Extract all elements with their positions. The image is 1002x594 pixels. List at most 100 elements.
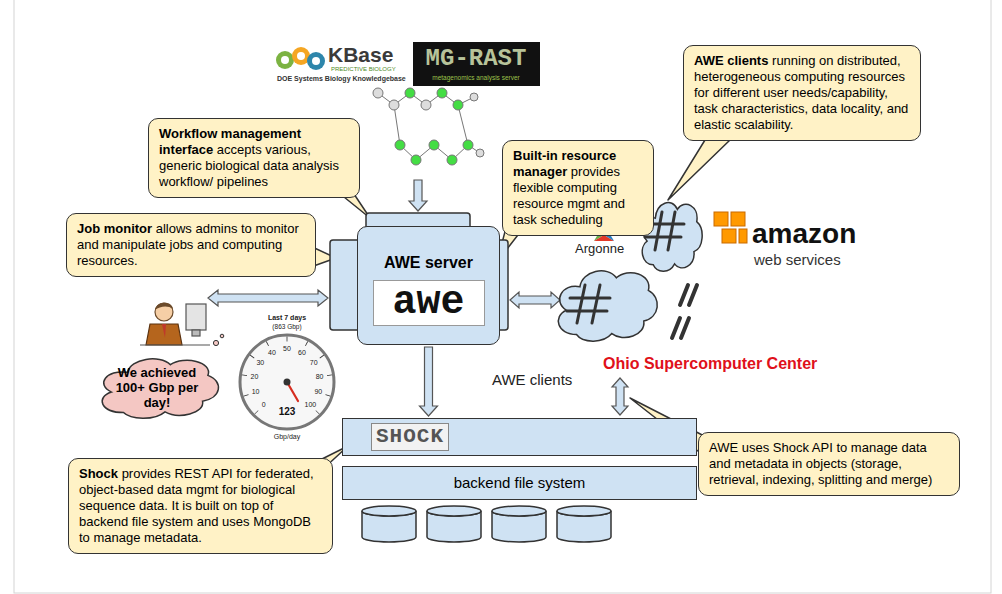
logo-text: amazon (752, 218, 856, 250)
workflow-graph (429, 140, 439, 150)
logo-text: MG-RAST (426, 45, 527, 73)
service-band: SHOCK (342, 418, 697, 456)
gauge-unit: Gbp/day (274, 433, 300, 441)
callout-box: Built-in resource managerprovides flexib… (502, 140, 654, 236)
storage-band: backend file system (342, 466, 697, 500)
more-clients-mark (672, 318, 680, 338)
node-title: AWE clients (694, 53, 768, 68)
admin-person (140, 344, 210, 345)
workflow-graph (373, 88, 383, 98)
workflow-graph (405, 88, 415, 98)
callout-tail (668, 140, 730, 200)
disk-symbol (492, 506, 546, 516)
mg-rast-logo (413, 42, 540, 86)
more-clients-mark (672, 285, 697, 338)
workflow-graph (470, 93, 478, 101)
admin-person (155, 303, 173, 321)
server-icon (570, 297, 610, 300)
workflow-graph (453, 100, 463, 110)
callout-box: Workflow management interfaceaccepts var… (148, 118, 360, 198)
logo-text: DOE Systems Biology Knowledgebase (277, 75, 406, 83)
workflow-graph (394, 105, 400, 145)
admin-person (140, 303, 210, 345)
workflow-graph (411, 155, 421, 165)
logo-text: metagenomics analysis server (432, 74, 519, 81)
logo-text: Argonne (575, 242, 624, 257)
page-frame (14, 0, 991, 593)
gauge-number: 0 (262, 401, 266, 409)
aws-logo (739, 229, 747, 243)
thought-bubble: We achieved 100+ Gbp per day! (90, 348, 224, 424)
callout-box: AWE clientsrunning on distributed, heter… (683, 45, 921, 141)
gauge-number: 20 (251, 373, 259, 381)
server-icon (567, 310, 607, 313)
node-text: awe (373, 280, 485, 326)
logo-text: PREDICTIVE BIOLOGY (331, 66, 396, 73)
block-arrow (409, 180, 427, 211)
gauge (240, 335, 334, 429)
thought-dots (220, 334, 224, 338)
node-title: Job monitor (77, 221, 152, 236)
server-icon (668, 212, 675, 250)
node-title: We achieved 100+ Gbp per day! (110, 365, 204, 410)
kbase-logo (297, 52, 305, 60)
gauge-number: 50 (283, 345, 291, 353)
aws-logo (714, 212, 747, 243)
gauge (284, 379, 291, 386)
server-icon (645, 236, 681, 239)
callout-box: AWE uses Shock API to manage data and me… (698, 432, 960, 496)
site-name: Ohio Supercomputer Center (603, 355, 817, 373)
workflow-graph (447, 155, 457, 165)
block-arrow (612, 378, 628, 415)
disk-symbol (427, 506, 481, 516)
kbase-logo (276, 47, 325, 70)
callout-tail (300, 140, 730, 470)
block-arrow (208, 290, 328, 306)
server-flange (330, 240, 360, 330)
node-title: AWE uses Shock API to manage data and me… (709, 440, 932, 487)
disk-symbol (362, 506, 611, 542)
more-clients-mark (681, 318, 689, 338)
more-clients-mark (680, 285, 688, 305)
callout-box: Job monitorallows admins to monitor and … (66, 213, 316, 277)
workflow-graph (476, 149, 484, 157)
server-box: AWE server awe (357, 226, 500, 345)
compute-cloud (558, 271, 657, 341)
thought-dots (213, 340, 218, 345)
kbase-logo (276, 51, 294, 69)
gauge-number: 30 (256, 359, 264, 367)
gauge-number: 80 (316, 373, 324, 381)
gauge-number: 70 (310, 359, 318, 367)
gauge-number: 60 (298, 349, 306, 357)
gauge-caption: Last 7 days (268, 314, 306, 322)
disk-symbol (557, 506, 611, 516)
kbase-logo (307, 52, 325, 70)
gauge (244, 339, 330, 412)
logo-text: web services (754, 251, 841, 268)
gauge-number: 40 (268, 349, 276, 357)
workflow-graph (373, 88, 484, 165)
disk-symbol (362, 506, 416, 516)
page-frame (14, 0, 991, 593)
logo-text: KBase (328, 43, 393, 67)
server-icon (577, 285, 585, 323)
aws-logo (722, 229, 736, 243)
block-arrow (420, 347, 438, 416)
node-title: SHOCK (371, 423, 449, 451)
kbase-logo (312, 57, 320, 65)
gauge-readout: 123 (279, 406, 296, 418)
server-icon (655, 212, 662, 250)
admin-person (162, 324, 166, 338)
aws-logo (731, 212, 745, 226)
mg-rast-logo (413, 42, 540, 86)
workflow-graph (389, 100, 399, 110)
gauge (240, 335, 334, 429)
workflow-graph (395, 140, 405, 150)
gauge-number: 90 (314, 388, 322, 396)
node-title: AWE server (364, 253, 493, 272)
group-label: AWE clients (492, 371, 572, 388)
admin-person (186, 304, 206, 330)
gauge-number: 100 (304, 401, 316, 409)
node-title: backend file system (343, 467, 696, 498)
bubble-outline (102, 359, 218, 418)
